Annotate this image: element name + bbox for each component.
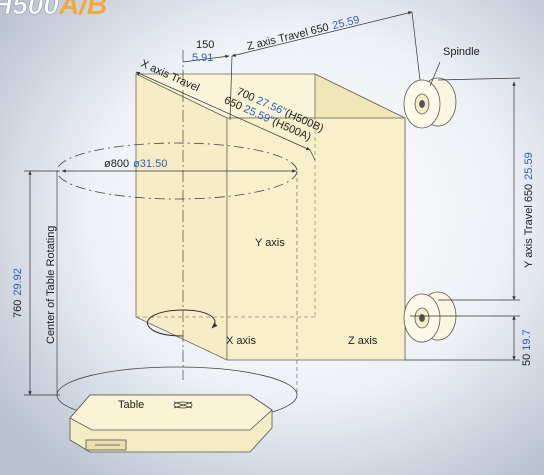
table-center-icon	[173, 401, 193, 409]
x-offset-label: 150	[196, 39, 214, 51]
table-pallet	[69, 394, 273, 453]
box-hidden-edges	[136, 74, 316, 318]
x-offset-inch-label: 5.91	[192, 52, 213, 64]
diagram-title: H500A/B	[0, 0, 107, 20]
spindle-bottom	[403, 291, 457, 343]
spindle-top	[403, 77, 457, 129]
rotation-arrow-tail	[149, 327, 184, 337]
table-label: Table	[118, 399, 144, 411]
y-travel-label: Y axis Travel 65025.59	[523, 152, 535, 268]
bottom-offset-label: 5019.7	[521, 329, 533, 366]
rotation-arrow-icon	[147, 309, 218, 329]
y-axis-label: Y axis	[255, 237, 285, 249]
center-height-label: 76029.92	[12, 268, 24, 318]
box-front-face	[226, 117, 406, 361]
x-axis-label: X axis	[226, 335, 256, 347]
center-rotation-label: Center of Table Rotating	[45, 226, 57, 344]
dimension-lines	[24, 11, 521, 396]
z-axis-label: Z axis	[348, 335, 378, 347]
spindle-label: Spindle	[443, 46, 480, 58]
